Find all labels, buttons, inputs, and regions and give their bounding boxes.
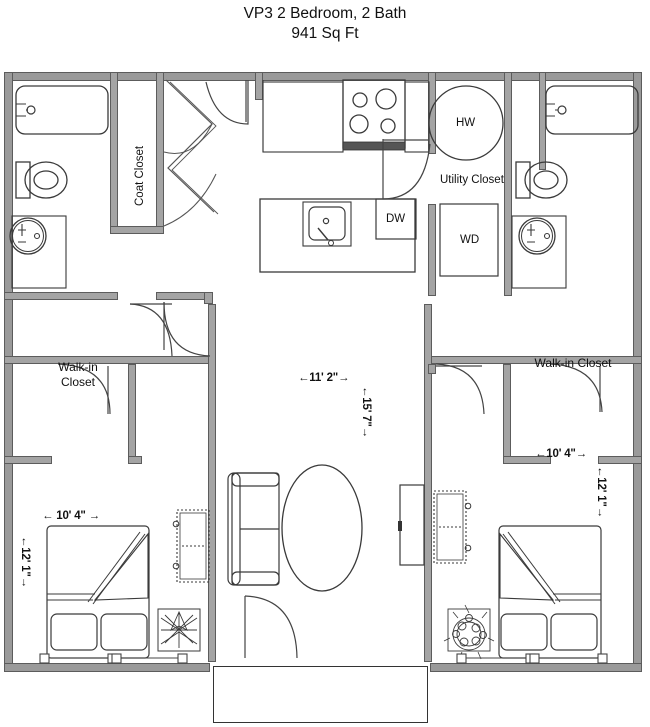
dimension-bedroom-right-depth: ←12' 1"→ <box>595 466 607 518</box>
exterior-wall-right <box>633 72 642 672</box>
door-swing-bedroom-right <box>435 363 485 415</box>
dimension-living-width: ←11' 2"→ <box>298 372 350 384</box>
label-hw: HW <box>456 117 476 129</box>
windows-bottom-left <box>39 653 188 664</box>
exterior-wall-bottom-right <box>430 663 642 672</box>
entry-door-swing <box>205 80 249 125</box>
bathtub-left <box>15 85 109 135</box>
dimension-bedroom-left-depth: ←12' 1"→ <box>19 536 31 588</box>
door-swing-bath-left <box>163 301 211 357</box>
label-wd: WD <box>460 234 480 246</box>
dimension-bedroom-right-width: ←10' 4"→ <box>535 448 587 460</box>
walkin-left-line-2: Closet <box>60 375 95 389</box>
interior-wall-coat-closet-bottom <box>110 226 164 234</box>
title-line-2: 941 Sq Ft <box>291 25 359 42</box>
exterior-wall-left <box>4 72 13 672</box>
walkin-left-line-1: Walk-in <box>58 360 98 374</box>
sink-left <box>9 217 47 255</box>
interior-wall-hall-right <box>204 292 213 304</box>
console-table <box>399 484 425 566</box>
interior-wall-bath-left-right <box>110 72 118 232</box>
label-dw: DW <box>386 213 406 225</box>
interior-wall-bath-right-left <box>504 72 512 296</box>
sofa <box>227 472 280 586</box>
wall-walkin-right-left <box>503 364 511 464</box>
exterior-wall-bottom-left <box>4 663 210 672</box>
bathtub-right <box>545 85 639 135</box>
dimension-bedroom-left-width: ← 10' 4" → <box>42 510 100 522</box>
door-swing-walkin-left <box>129 303 173 357</box>
title-line-1: VP3 2 Bedroom, 2 Bath <box>243 5 407 22</box>
windows-bottom-right <box>456 653 608 664</box>
label-coat-closet: Coat Closet <box>134 145 146 206</box>
wall-hall-right-vertical <box>428 364 436 374</box>
toilet-bowl-left <box>24 161 68 199</box>
door-swing-patio <box>244 595 298 659</box>
coat-closet-bifold-left <box>165 79 215 213</box>
door-swing-walkin-right <box>549 363 603 413</box>
wall-walkin-left-bottom-b <box>128 456 142 464</box>
label-walkin-closet-right: Walk-in Closet <box>534 356 612 370</box>
floor-plan-canvas: Coat Closet HW Utility Closet WD DW Walk… <box>0 66 650 727</box>
label-utility-closet: Utility Closet <box>440 174 504 186</box>
wall-walkin-left-right <box>128 364 136 464</box>
toilet-bowl-right <box>524 161 568 199</box>
utility-door-swing <box>382 139 431 200</box>
exterior-wall-top <box>4 72 642 81</box>
interior-wall-bath-left-bottom <box>4 292 118 300</box>
kitchen-counter-upper <box>262 81 344 153</box>
fixture-drawings <box>9 79 639 664</box>
dresser-left <box>172 509 210 583</box>
interior-wall-living-left <box>208 304 216 662</box>
coffee-table <box>281 464 363 592</box>
interior-wall-living-right <box>424 304 432 662</box>
label-walkin-closet-left: Walk-in Closet <box>30 360 126 390</box>
interior-wall-coat-closet-right <box>156 72 164 232</box>
wall-walkin-right-bottom-b <box>598 456 642 464</box>
kitchen-sink <box>308 206 346 241</box>
wall-walkin-left-bottom-a <box>4 456 52 464</box>
interior-wall-utility-left-lower <box>428 204 436 296</box>
plant-left <box>157 608 201 652</box>
interior-wall-bath-right-nook <box>539 72 546 170</box>
wall-walkin-right-bottom-a <box>503 456 551 464</box>
toilet-tank-right <box>515 161 531 199</box>
interior-wall-kitchen-left <box>255 72 263 100</box>
dimension-living-depth: ←15' 7"→ <box>360 386 372 438</box>
dresser-right <box>433 490 472 564</box>
bed-right <box>498 525 602 659</box>
patio-outline <box>213 666 428 723</box>
toilet-tank-left <box>15 161 31 199</box>
bed-left <box>46 525 150 659</box>
plant-right <box>443 604 495 660</box>
interior-wall-utility-left <box>428 72 436 154</box>
kitchen-island <box>259 198 416 273</box>
range-cooktop <box>342 79 406 149</box>
sink-right <box>518 217 556 255</box>
page-title: VP3 2 Bedroom, 2 Bath 941 Sq Ft <box>0 4 650 44</box>
